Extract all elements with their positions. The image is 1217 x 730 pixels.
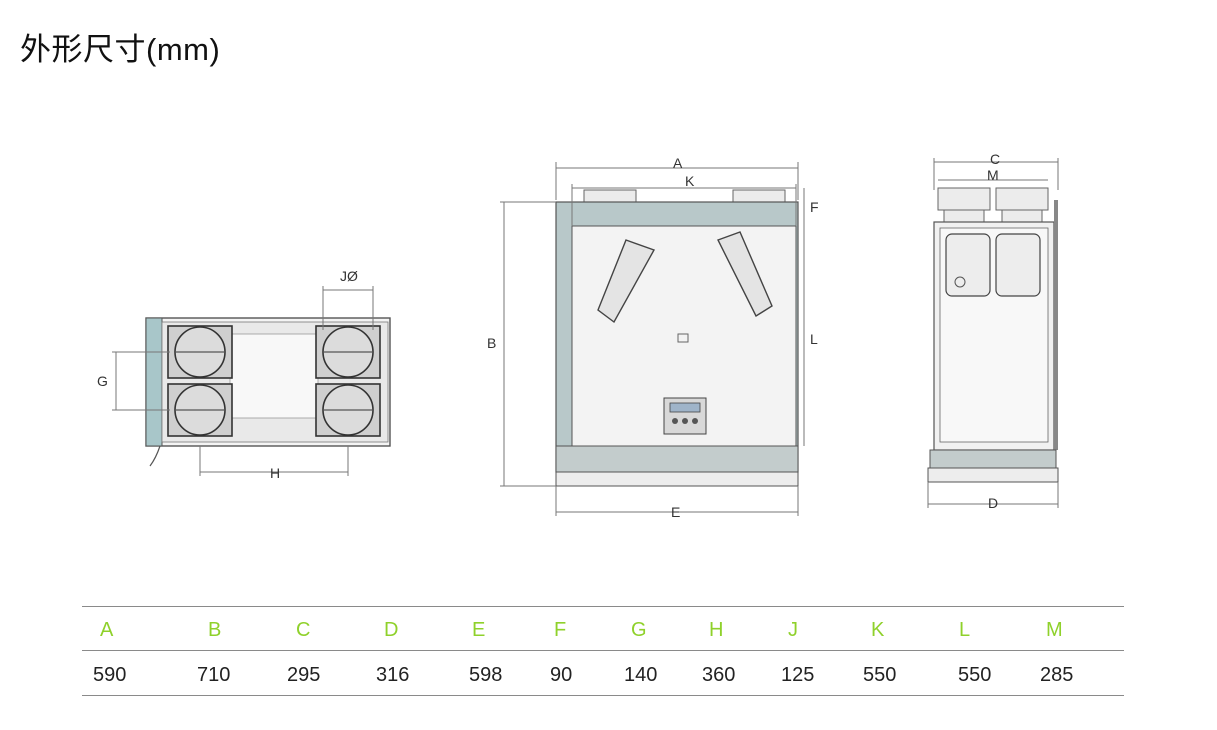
value-cell: 90 — [550, 664, 573, 686]
side-view-drawing: C M D — [927, 151, 1059, 511]
label-g: G — [97, 373, 108, 389]
header-cell: A — [100, 619, 114, 641]
header-cell: B — [208, 619, 222, 641]
page-title: 外形尺寸(mm) — [20, 32, 221, 67]
value-cell: 316 — [376, 664, 410, 686]
label-d: D — [988, 495, 998, 511]
value-cell: 590 — [93, 664, 127, 686]
top-view-drawing: G H JØ — [97, 268, 391, 481]
value-cell: 710 — [197, 664, 231, 686]
label-m: M — [987, 167, 999, 183]
label-a: A — [673, 155, 683, 171]
label-c: C — [990, 151, 1000, 167]
value-cell: 598 — [469, 664, 503, 686]
header-cell: E — [472, 619, 486, 641]
value-cell: 295 — [287, 664, 321, 686]
header-cell: M — [1046, 619, 1063, 641]
label-b: B — [487, 335, 496, 351]
header-cell: F — [554, 619, 567, 641]
value-cell: 550 — [863, 664, 897, 686]
label-j: JØ — [340, 268, 358, 284]
value-cell: 125 — [781, 664, 815, 686]
label-k: K — [685, 173, 695, 189]
header-cell: J — [788, 619, 798, 641]
table-top-rule — [82, 606, 1124, 607]
label-h: H — [270, 465, 280, 481]
header-cell: H — [709, 619, 724, 641]
value-cell: 285 — [1040, 664, 1074, 686]
dimension-drawings: G H JØ — [97, 151, 1059, 520]
label-f: F — [810, 199, 819, 215]
header-cell: D — [384, 619, 399, 641]
table-middle-rule — [82, 650, 1124, 651]
header-cell: C — [296, 619, 311, 641]
label-e: E — [671, 504, 680, 520]
label-l: L — [810, 331, 818, 347]
table-bottom-rule — [82, 695, 1124, 696]
value-cell: 360 — [702, 664, 736, 686]
header-cell: L — [959, 619, 971, 641]
value-cell: 550 — [958, 664, 992, 686]
value-cell: 140 — [624, 664, 658, 686]
header-cell: K — [871, 619, 885, 641]
front-view-drawing: A K B F L E — [487, 155, 819, 520]
header-cell: G — [631, 619, 647, 641]
